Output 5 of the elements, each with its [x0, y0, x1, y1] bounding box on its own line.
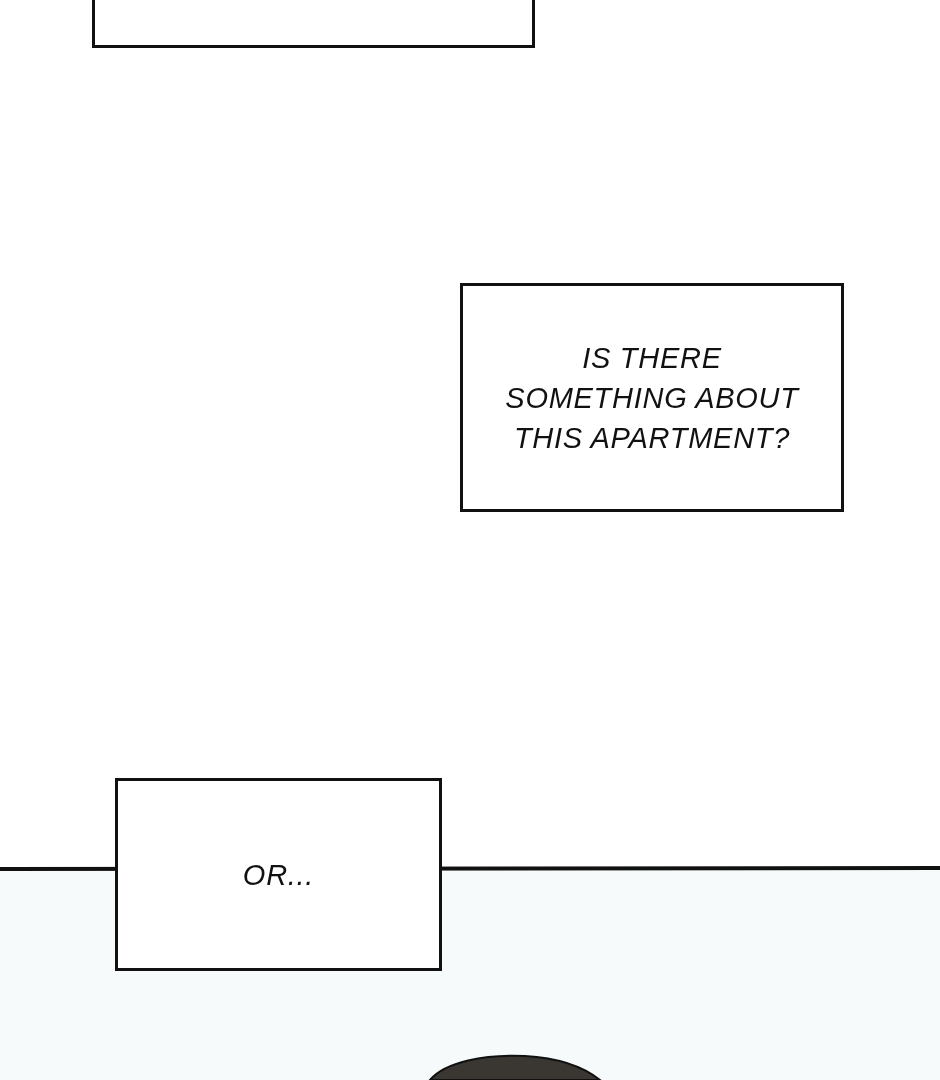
- caption-box: [460, 283, 844, 512]
- caption-box: [92, 0, 535, 48]
- caption-text: IS THERE SOMETHING ABOUT THIS APARTMENT?: [504, 340, 801, 456]
- caption-box: [115, 778, 442, 971]
- caption-text: OR...: [242, 857, 315, 893]
